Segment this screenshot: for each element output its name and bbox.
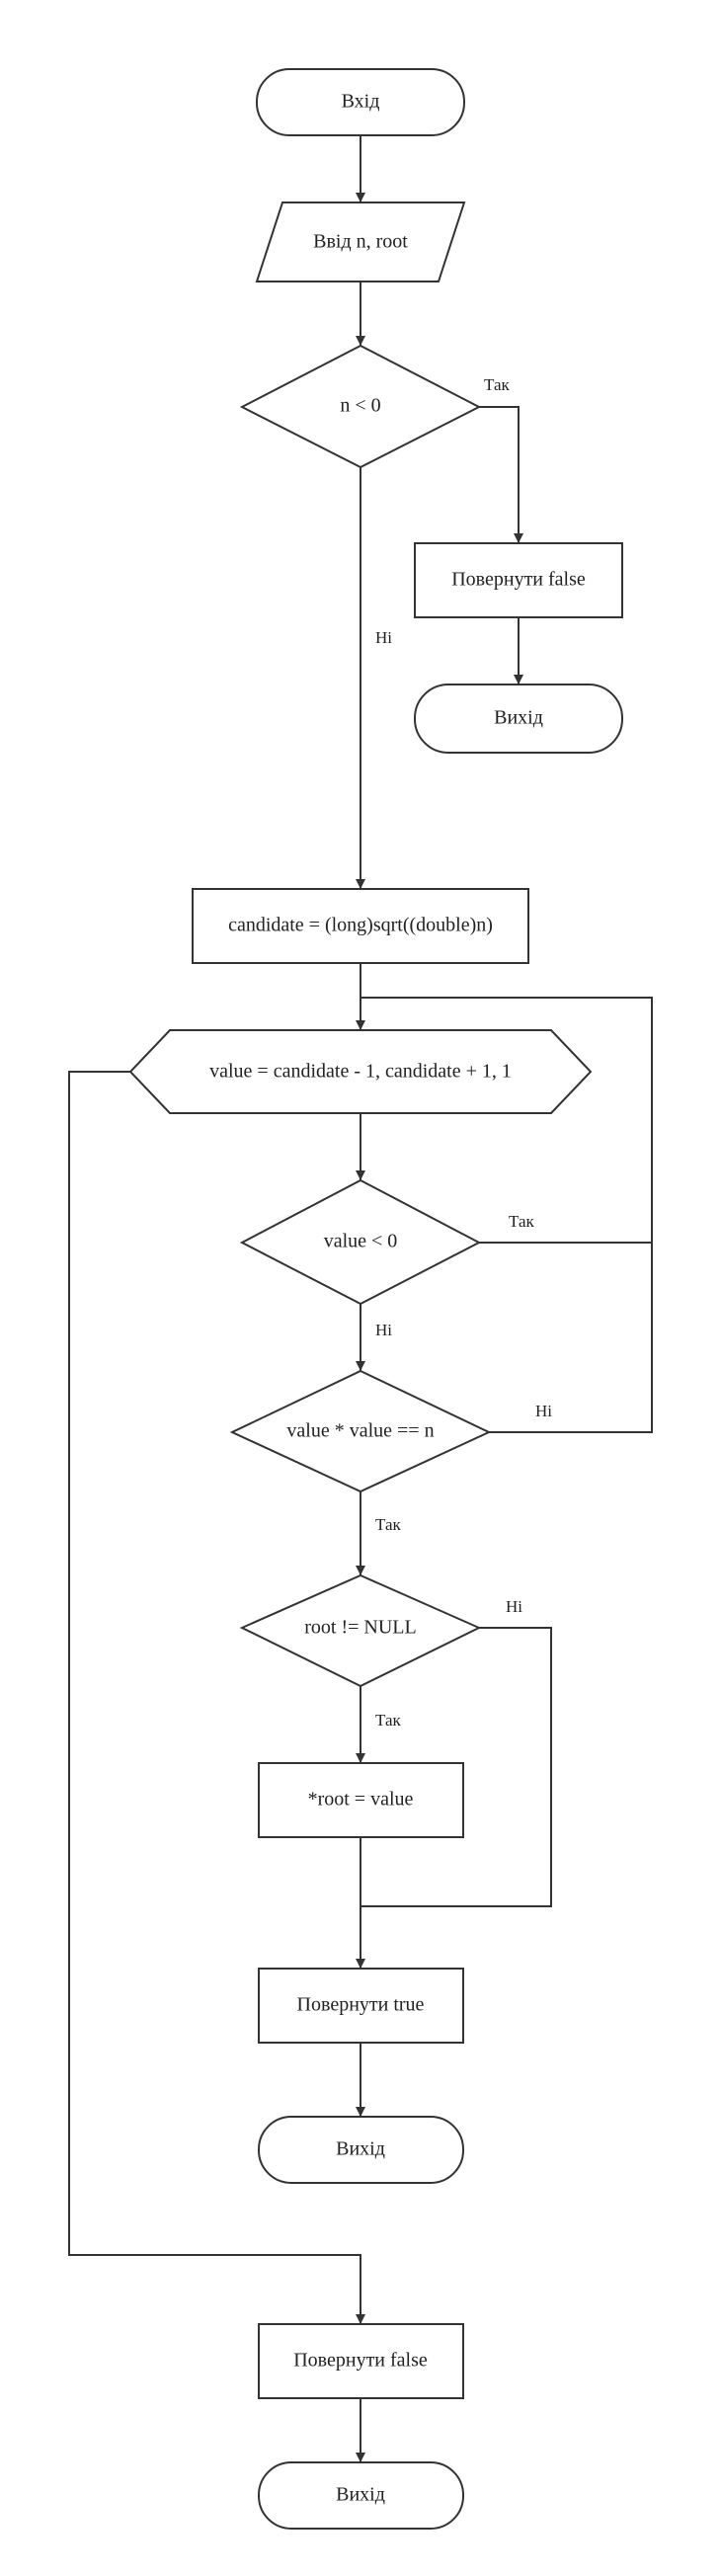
calc-candidate-label: candidate = (long)sqrt((double)n) xyxy=(228,915,493,936)
exit-1-label: Вихід xyxy=(494,707,543,729)
check-negative-label: n < 0 xyxy=(340,395,380,417)
edge-check-value-negative-yes xyxy=(360,997,653,1244)
check-square-decision: value * value == n xyxy=(229,1369,492,1493)
calc-candidate-node: candidate = (long)sqrt((double)n) xyxy=(192,888,529,964)
edge-label-no: Ні xyxy=(535,1402,552,1420)
check-negative-decision: n < 0 xyxy=(239,344,482,469)
exit-3-node: Вихід xyxy=(258,2461,464,2530)
check-square-label: value * value == n xyxy=(286,1420,434,1442)
input-node-label: Ввід n, root xyxy=(313,231,408,253)
loop-node: value = candidate - 1, candidate + 1, 1 xyxy=(128,1029,593,1114)
edge-check-root-null-no xyxy=(360,1627,552,1907)
edge-check-square-no xyxy=(489,1243,653,1433)
edge-label-no: Ні xyxy=(375,1321,392,1339)
return-false-1-label: Повернути false xyxy=(451,569,586,591)
start-node-label: Вхід xyxy=(342,91,380,113)
input-node: Ввід n, root xyxy=(255,201,466,282)
edge-label-yes: Так xyxy=(375,1711,402,1730)
edge-loop-exit xyxy=(68,1071,365,2324)
edge-labels: Так Ні Так Ні Ні Так Ні Так xyxy=(375,375,552,1730)
edges xyxy=(68,135,653,2462)
exit-3-label: Вихід xyxy=(336,2484,385,2506)
exit-1-node: Вихід xyxy=(414,684,623,754)
check-root-null-decision: root != NULL xyxy=(239,1573,482,1688)
start-node: Вхід xyxy=(256,68,465,136)
edge-check-negative-yes xyxy=(479,406,523,543)
edge-label-no: Ні xyxy=(375,628,392,647)
return-false-2-label: Повернути false xyxy=(293,2350,428,2372)
check-root-null-label: root != NULL xyxy=(304,1617,416,1639)
return-false-2-node: Повернути false xyxy=(258,2323,464,2399)
return-true-label: Повернути true xyxy=(297,1994,425,2016)
assign-root-label: *root = value xyxy=(308,1789,414,1811)
exit-2-label: Вихід xyxy=(336,2138,385,2160)
edge-label-yes: Так xyxy=(484,375,511,394)
return-false-1-node: Повернути false xyxy=(414,542,623,618)
check-value-negative-decision: value < 0 xyxy=(239,1178,482,1306)
return-true-node: Повернути true xyxy=(258,1968,464,2044)
assign-root-node: *root = value xyxy=(258,1762,464,1838)
edge-label-no: Ні xyxy=(506,1597,522,1616)
edge-label-yes: Так xyxy=(375,1515,402,1534)
loop-label: value = candidate - 1, candidate + 1, 1 xyxy=(209,1061,512,1083)
check-value-negative-label: value < 0 xyxy=(324,1231,398,1252)
edge-label-yes: Так xyxy=(509,1212,535,1231)
exit-2-node: Вихід xyxy=(258,2116,464,2184)
